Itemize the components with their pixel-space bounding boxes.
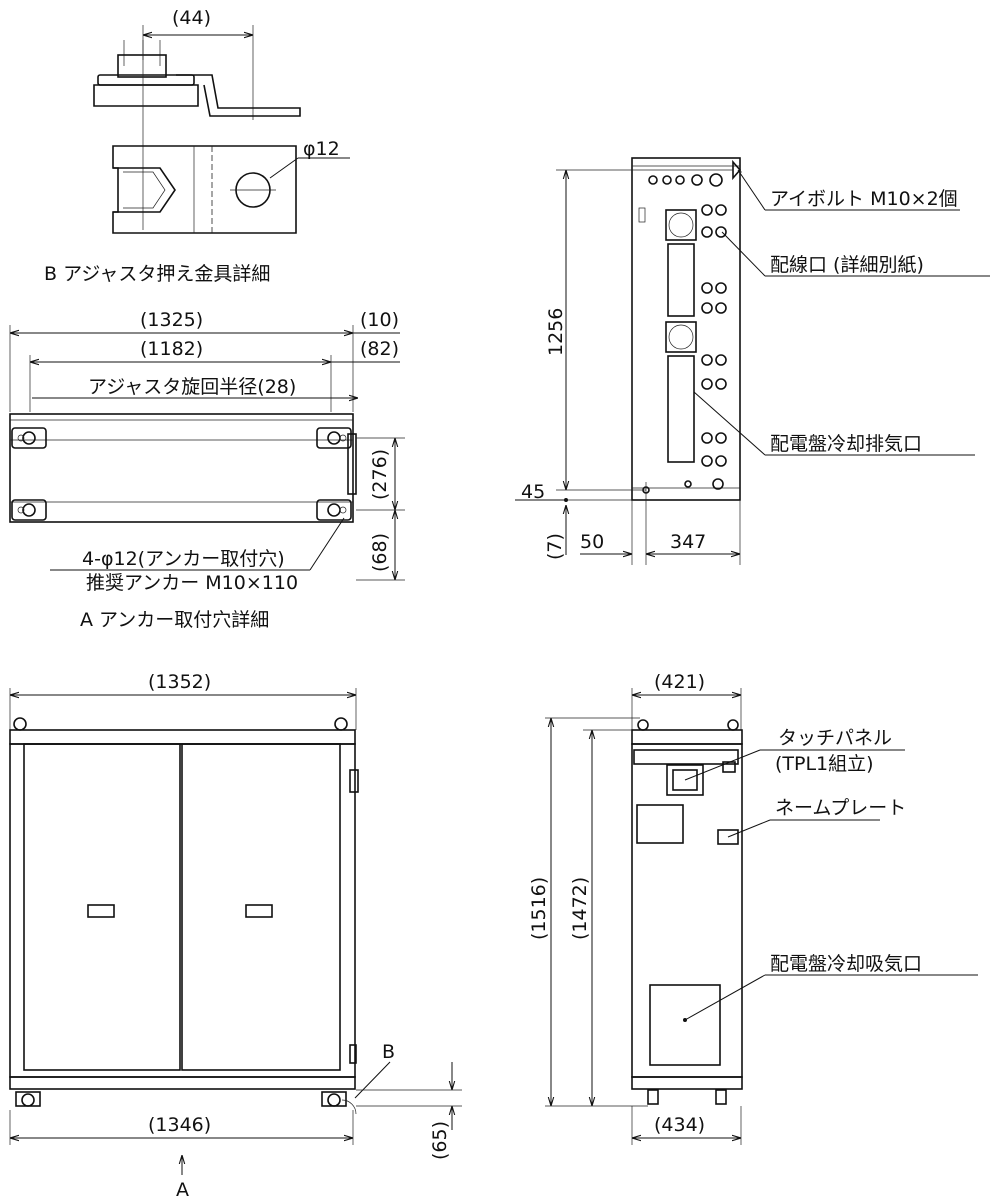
detail-b-title: B アジャスタ押え金具詳細	[44, 263, 270, 285]
intake-vent	[649, 984, 721, 1066]
exhaust-louver	[665, 209, 697, 463]
right-view: (421) (1516) (1472) (434) タッチパネル	[528, 671, 978, 1145]
adjuster-radius: アジャスタ旋回半径(28)	[88, 376, 296, 398]
touch-panel-label-1: タッチパネル	[778, 727, 892, 749]
dim-434: (434)	[654, 1114, 705, 1136]
anchor-hole-br	[316, 499, 352, 521]
dim-347: 347	[670, 531, 706, 553]
touch-panel	[666, 764, 704, 796]
dim-421: (421)	[654, 671, 705, 693]
wiring-ports	[648, 173, 727, 490]
dim-68: (68)	[369, 533, 391, 572]
dim-50: 50	[580, 531, 604, 553]
nameplate	[717, 829, 739, 845]
dim-1256: 1256	[545, 308, 567, 356]
anchor-hole-label: 4-φ12(アンカー取付穴)	[82, 548, 285, 570]
dim-1472: (1472)	[569, 877, 591, 940]
dim-276: (276)	[369, 449, 391, 500]
nameplate-label: ネームプレート	[775, 797, 906, 819]
a-mark: A	[176, 1179, 189, 1201]
dim-45: 45	[521, 481, 545, 503]
dim-1325: (1325)	[140, 309, 203, 331]
dim-1346: (1346)	[148, 1114, 211, 1136]
exhaust-label: 配電盤冷却排気口	[770, 433, 922, 455]
detail-a-title: A アンカー取付穴詳細	[80, 609, 269, 631]
dim-82: (82)	[360, 338, 399, 360]
touch-panel-label-2: (TPL1組立)	[775, 753, 874, 775]
b-mark: B	[382, 1041, 395, 1063]
intake-label: 配電盤冷却吸気口	[770, 953, 922, 975]
phi12-label: φ12	[303, 138, 340, 160]
dim-65: (65)	[429, 1121, 451, 1160]
anchor-recommendation: 推奨アンカー M10×110	[86, 572, 298, 594]
anchor-hole-tr	[316, 427, 352, 449]
dim-7: (7)	[544, 533, 566, 560]
dim-1182: (1182)	[140, 338, 203, 360]
dim-1516: (1516)	[528, 877, 550, 940]
dim-44: (44)	[172, 7, 211, 29]
anchor-hole-tl	[11, 427, 47, 449]
wiring-label: 配線口 (詳細別紙)	[770, 254, 924, 276]
eyebolt-label: アイボルト M10×2個	[770, 188, 958, 210]
anchor-hole-bl	[11, 499, 47, 521]
dim-10: (10)	[360, 309, 399, 331]
front-view: (1352) (1346) A B (65)	[9, 671, 462, 1201]
dim-1352: (1352)	[148, 671, 211, 693]
detail-b: (44) φ12 B アジャスタ押え金具詳細	[44, 7, 350, 285]
detail-a: (1325) (10) (1182) (82) アジャスタ旋回半径(28)	[9, 309, 405, 631]
side-view: 1256 45 (7) 50 347 アイボルト M10×2個 配線口 (詳細別…	[515, 157, 990, 565]
